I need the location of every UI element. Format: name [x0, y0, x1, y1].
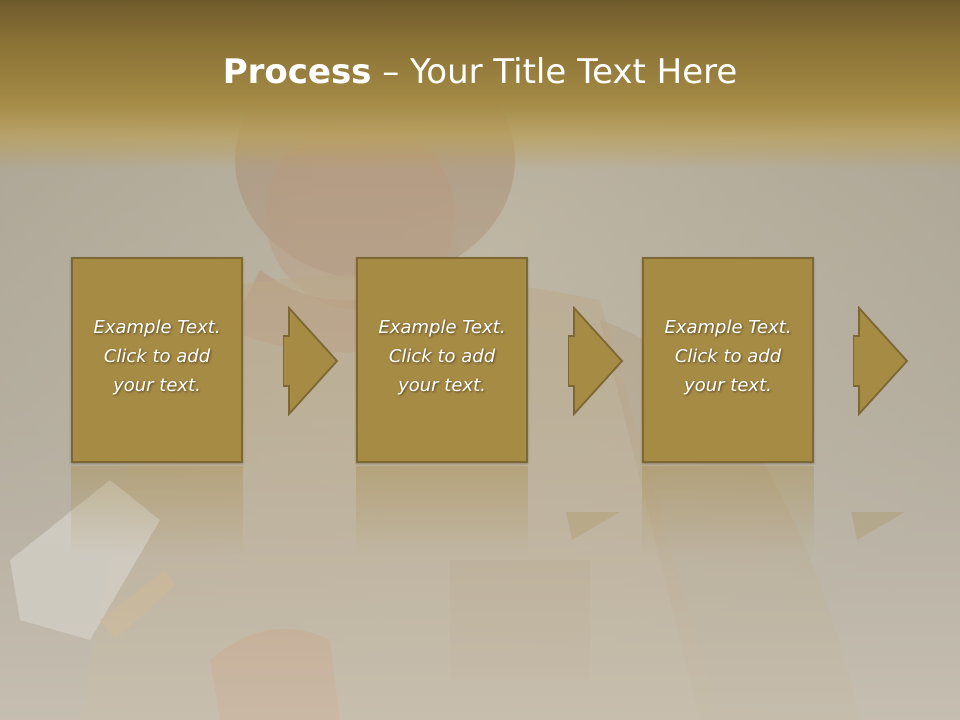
title-band	[0, 0, 960, 170]
process-step-box-2[interactable]: Example Text. Click to add your text.	[356, 257, 528, 463]
step-text-line: Click to add	[674, 346, 782, 367]
step-text[interactable]: Example Text. Click to add your text.	[650, 313, 806, 400]
step-text-line: your text.	[398, 375, 486, 396]
step-text[interactable]: Example Text. Click to add your text.	[364, 313, 520, 400]
page-title[interactable]: Process – Your Title Text Here	[0, 52, 960, 92]
step-text-line: Example Text.	[664, 317, 792, 338]
step-text-line: Example Text.	[378, 317, 506, 338]
arrow-reflection	[566, 512, 620, 540]
step-text-line: your text.	[113, 375, 201, 396]
step-text-line: Click to add	[103, 346, 211, 367]
arrow-reflection	[851, 512, 905, 540]
process-step-box-1[interactable]: Example Text. Click to add your text.	[71, 257, 243, 463]
step-reflection	[642, 466, 814, 556]
step-reflection	[71, 466, 243, 556]
step-reflection	[356, 466, 528, 556]
step-text[interactable]: Example Text. Click to add your text.	[79, 313, 235, 400]
right-arrow-icon	[568, 306, 624, 416]
title-rest: – Your Title Text Here	[371, 52, 738, 92]
right-arrow-icon	[283, 306, 339, 416]
step-text-line: Click to add	[388, 346, 496, 367]
step-text-line: Example Text.	[93, 317, 221, 338]
process-step-box-3[interactable]: Example Text. Click to add your text.	[642, 257, 814, 463]
title-bold: Process	[222, 52, 372, 92]
right-arrow-icon	[853, 306, 909, 416]
step-text-line: your text.	[684, 375, 772, 396]
